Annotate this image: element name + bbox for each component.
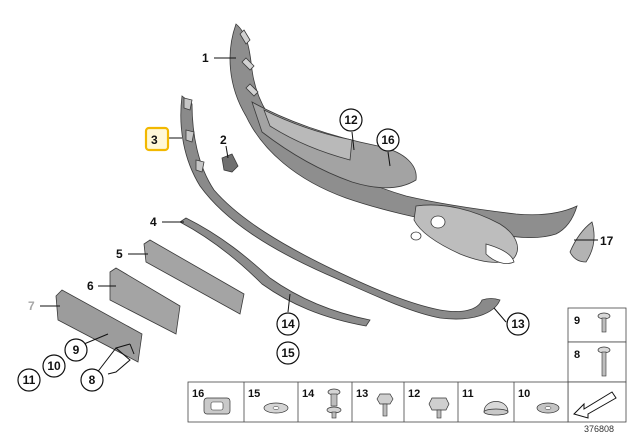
callout-10-circle bbox=[42, 354, 66, 378]
side-trim-part[interactable] bbox=[569, 221, 595, 263]
washer-icon bbox=[263, 402, 289, 414]
lower-trim-strip-part[interactable] bbox=[180, 95, 501, 320]
callout-11-circle bbox=[17, 368, 41, 392]
screw-long-icon bbox=[597, 346, 611, 377]
callout-13-circle bbox=[506, 312, 530, 336]
callout-15[interactable]: 15 bbox=[281, 346, 295, 360]
legend-label-14[interactable]: 14 bbox=[302, 388, 315, 400]
plate-base-part[interactable] bbox=[109, 267, 181, 335]
callout-4[interactable]: 4 bbox=[150, 215, 157, 229]
callout-3[interactable]: 3 bbox=[151, 133, 158, 147]
legend-label-16[interactable]: 16 bbox=[192, 388, 204, 400]
callout-8-circle bbox=[80, 368, 104, 392]
plate-carrier-part[interactable] bbox=[55, 289, 143, 363]
callout-13[interactable]: 13 bbox=[511, 317, 525, 331]
callout-3-highlight bbox=[144, 126, 170, 152]
callout-9[interactable]: 9 bbox=[73, 343, 80, 357]
legend-label-15[interactable]: 15 bbox=[248, 388, 260, 400]
hex-bolt-icon bbox=[376, 393, 394, 417]
callout-8[interactable]: 8 bbox=[89, 373, 96, 387]
callout-9-circle bbox=[64, 338, 88, 362]
legend-strip bbox=[187, 381, 569, 423]
legend-right: 9 8 bbox=[567, 307, 627, 423]
legend-label-11[interactable]: 11 bbox=[462, 388, 474, 400]
callout-1[interactable]: 1 bbox=[202, 51, 209, 65]
callout-6[interactable]: 6 bbox=[87, 279, 94, 293]
legend-cell-9[interactable] bbox=[567, 307, 627, 343]
callout-12-circle bbox=[339, 108, 363, 132]
callout-14[interactable]: 14 bbox=[281, 317, 295, 331]
diagram-reference-number: 376808 bbox=[584, 424, 614, 434]
callout-16-circle bbox=[376, 128, 400, 152]
clip-rivet-icon bbox=[326, 388, 342, 419]
callout-15-circle bbox=[276, 341, 300, 365]
legend-label-8: 8 bbox=[574, 349, 580, 361]
legend-cell-8[interactable] bbox=[567, 341, 627, 383]
bracket-part[interactable] bbox=[221, 145, 239, 173]
callout-16[interactable]: 16 bbox=[381, 133, 395, 147]
legend-bottom: 16 15 14 13 12 11 bbox=[187, 381, 569, 423]
direction-arrow-icon bbox=[573, 391, 617, 419]
expansion-nut-icon bbox=[428, 397, 450, 419]
flat-washer-icon bbox=[536, 402, 560, 414]
plate-holder-part[interactable] bbox=[143, 239, 245, 315]
callout-10[interactable]: 10 bbox=[47, 359, 61, 373]
legend-label-12[interactable]: 12 bbox=[408, 388, 420, 400]
legend-label-10[interactable]: 10 bbox=[518, 388, 530, 400]
callout-7[interactable]: 7 bbox=[28, 299, 35, 313]
legend-label-9: 9 bbox=[574, 315, 580, 327]
callout-11[interactable]: 11 bbox=[23, 373, 36, 387]
callout-14-circle bbox=[276, 312, 300, 336]
callout-5[interactable]: 5 bbox=[116, 247, 123, 261]
callout-12[interactable]: 12 bbox=[344, 113, 358, 127]
legend-label-13[interactable]: 13 bbox=[356, 388, 368, 400]
screw-short-icon bbox=[597, 312, 611, 333]
cap-plug-icon bbox=[483, 401, 509, 416]
bumper-cover-part[interactable] bbox=[229, 23, 578, 264]
leader-lines bbox=[40, 57, 598, 375]
callout-2[interactable]: 2 bbox=[220, 133, 227, 147]
callout-17[interactable]: 17 bbox=[600, 234, 614, 248]
grommet-square-icon bbox=[203, 397, 231, 415]
grille-strip-part[interactable] bbox=[179, 217, 371, 327]
